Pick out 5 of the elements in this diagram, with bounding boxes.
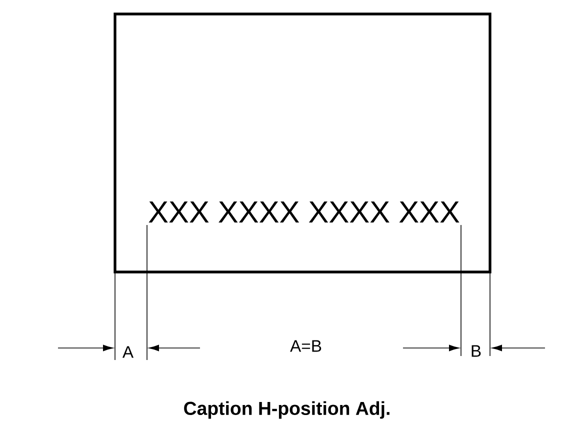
- dimension-label: A: [122, 346, 134, 358]
- caption: Caption H-position Adj.: [184, 401, 390, 419]
- dimension-label: B: [472, 345, 481, 357]
- dimension-label: A=B: [290, 340, 322, 352]
- screen-box: XXX XXXX XXXX XXX: [114, 12, 492, 274]
